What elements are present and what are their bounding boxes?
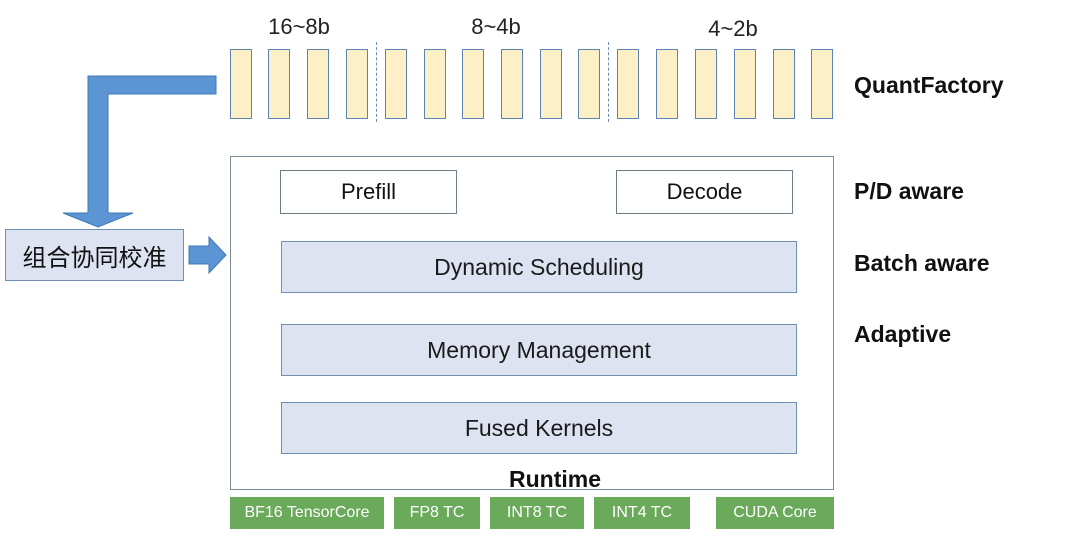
group-separator	[608, 42, 609, 122]
adaptive-label: Adaptive	[854, 321, 952, 347]
elbow-arrow	[62, 75, 217, 228]
bit-cell	[501, 49, 523, 119]
hardware-bf16-tensorcore: BF16 TensorCore	[230, 497, 384, 529]
calibration-box: 组合协同校准	[5, 229, 184, 281]
dynamic-scheduling-block: Dynamic Scheduling	[281, 241, 797, 293]
bit-cell	[811, 49, 833, 119]
bit-cell	[617, 49, 639, 119]
bit-cell	[578, 49, 600, 119]
fused-kernels-block: Fused Kernels	[281, 402, 797, 454]
precision-group-label-8-4b: 8~4b	[471, 14, 521, 39]
bit-cell	[695, 49, 717, 119]
right-arrow	[188, 235, 227, 275]
runtime-title: Runtime	[509, 466, 601, 492]
pd-aware-label: P/D aware	[854, 178, 964, 204]
bit-cell	[540, 49, 562, 119]
hardware-int8-tc: INT8 TC	[490, 497, 584, 529]
bit-cell	[734, 49, 756, 119]
bit-width-row	[0, 0, 1080, 130]
bit-cell	[346, 49, 368, 119]
decode-box: Decode	[616, 170, 793, 214]
bit-cell	[773, 49, 795, 119]
bit-cell	[656, 49, 678, 119]
precision-group-label-4-2b: 4~2b	[708, 16, 758, 41]
precision-group-label-16-8b: 16~8b	[268, 14, 330, 39]
quantfactory-label: QuantFactory	[854, 72, 1004, 98]
bit-cell	[268, 49, 290, 119]
bit-cell	[307, 49, 329, 119]
bit-cell	[385, 49, 407, 119]
group-separator	[376, 42, 377, 122]
bit-cell	[462, 49, 484, 119]
batch-aware-label: Batch aware	[854, 250, 990, 276]
hardware-fp8-tc: FP8 TC	[394, 497, 480, 529]
hardware-int4-tc: INT4 TC	[594, 497, 690, 529]
memory-management-block: Memory Management	[281, 324, 797, 376]
hardware-cuda-core: CUDA Core	[716, 497, 834, 529]
prefill-box: Prefill	[280, 170, 457, 214]
bit-cell	[230, 49, 252, 119]
bit-cell	[424, 49, 446, 119]
